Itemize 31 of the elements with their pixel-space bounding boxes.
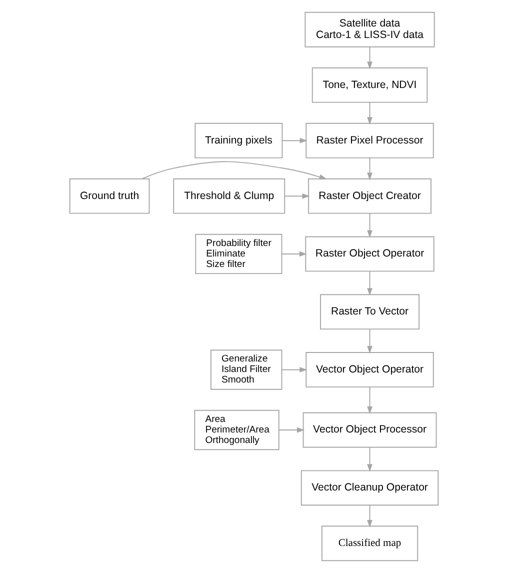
arrow — [278, 427, 304, 433]
arrow — [366, 386, 372, 414]
node-box: Vector Object Operator — [305, 352, 434, 388]
node-box: Generalize Island Filter Smooth — [210, 350, 282, 390]
arrow — [366, 328, 372, 354]
arrow — [366, 102, 372, 125]
node-box: Vector Cleanup Operator — [300, 470, 438, 506]
node-box: Training pixels — [194, 122, 282, 158]
arrow — [280, 367, 307, 372]
node-box: Raster Object Creator — [308, 178, 431, 214]
node-box: Classified map — [320, 526, 418, 562]
node-box: Ground truth — [68, 178, 150, 214]
arrow — [280, 251, 307, 257]
arrow — [366, 213, 372, 238]
arrow — [141, 161, 326, 180]
arrow — [366, 446, 372, 472]
node-box: Raster Pixel Processor — [305, 122, 434, 158]
node-box: Threshold & Clump — [172, 178, 285, 214]
arrow — [366, 270, 372, 296]
arrow — [366, 504, 372, 528]
node-box: Probability filter Eliminate Size filter — [194, 234, 282, 274]
arrow — [366, 157, 372, 180]
arrow — [366, 46, 372, 70]
node-box: Raster Object Operator — [304, 236, 434, 272]
arrow — [284, 193, 310, 199]
node-box: Raster To Vector — [320, 294, 420, 330]
node-box: Area Perimeter/Area Orthogonally — [194, 410, 279, 450]
node-box: Tone, Texture, NDVI — [311, 67, 428, 103]
node-box: Satellite data Carto-1 & LISS-IV data — [304, 12, 434, 48]
arrow — [282, 138, 307, 144]
node-box: Vector Object Processor — [302, 412, 436, 448]
